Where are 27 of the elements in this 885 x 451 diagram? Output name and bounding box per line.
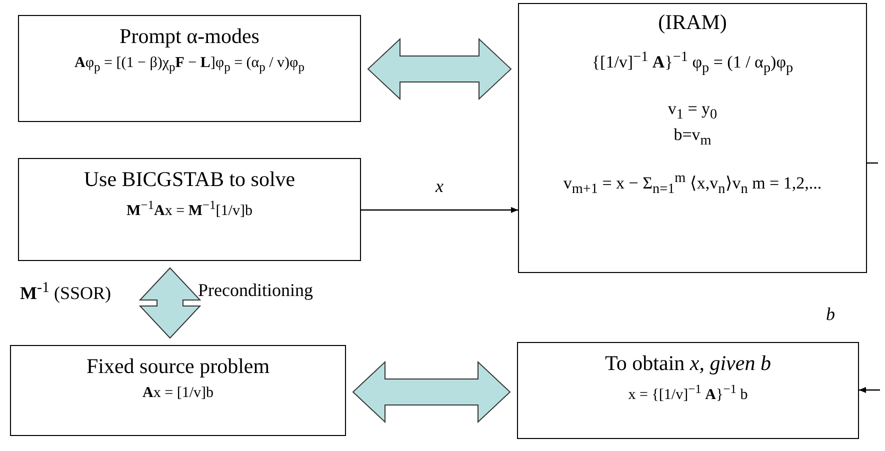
process-box bbox=[517, 342, 859, 439]
equation: x = {[1/v]$^{−1}$ A}$^{−1}$ b bbox=[627, 382, 749, 404]
box-title: (IRAM) bbox=[657, 10, 728, 35]
annotation: b bbox=[826, 304, 835, 325]
process-box bbox=[18, 158, 361, 261]
box-title: Prompt α-modes bbox=[118, 24, 260, 49]
process-box bbox=[18, 15, 361, 122]
equation: b=v$_{m}$ bbox=[672, 125, 712, 150]
box-title: Fixed source problem bbox=[85, 354, 271, 379]
box-title: To obtain x, given b bbox=[604, 351, 772, 376]
block-arrow bbox=[138, 267, 202, 339]
annotation: Preconditioning bbox=[198, 280, 313, 301]
annotation: M$^{-1}$ (SSOR) bbox=[20, 280, 112, 304]
block-arrow bbox=[367, 38, 512, 100]
arrow bbox=[361, 207, 518, 213]
process-box bbox=[10, 345, 346, 436]
equation: v$_{m+1}$ = x − Σ$_{n=1}$$^{m}$ ⟨x,v$_{n}$⟩v$_{n}$ m = 1,2,... bbox=[562, 170, 823, 198]
equation: M$^{−1}$Ax = M$^{−1}$[1/v]b bbox=[126, 198, 254, 220]
equation: v$_{1}$ = y$_{0}$ bbox=[666, 99, 718, 124]
process-box bbox=[518, 3, 867, 273]
arrow bbox=[859, 387, 880, 393]
box-title: Use BICGSTAB to solve bbox=[82, 167, 296, 192]
equation: Ax = [1/v]b bbox=[142, 385, 214, 402]
line bbox=[867, 162, 878, 164]
equation: {[1/v]$^{−1}$ A}$^{−1}$ φ$_{p}$ = (1 / α$_{p}$)φ$_{p}$ bbox=[590, 49, 794, 78]
equation: Aφ$_{p}$ = [(1 − β)χ$_{p}$F − L]φ$_{p}$ = (α$_{p}$ / v)φ$_{p}$ bbox=[74, 55, 306, 75]
block-arrow bbox=[352, 360, 511, 424]
